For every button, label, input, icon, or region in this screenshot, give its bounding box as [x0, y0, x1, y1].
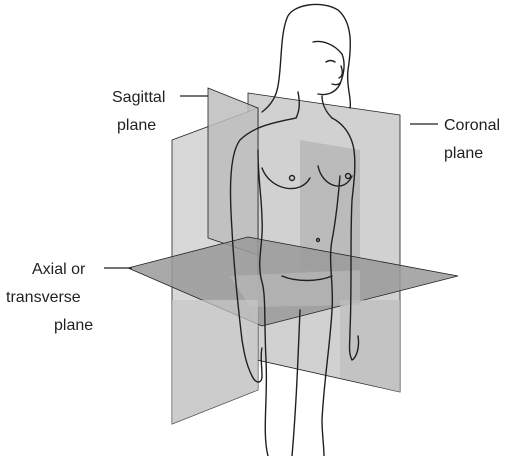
axial-label-line1: Axial or — [32, 261, 86, 278]
axial-label-line3: plane — [54, 317, 93, 334]
hair-outline — [262, 4, 350, 112]
coronal-label-line1: Coronal — [444, 117, 500, 134]
sagittal-plane-lower — [172, 300, 258, 424]
coronal-label-line2: plane — [444, 145, 483, 162]
sagittal-plane-front — [208, 88, 258, 255]
sagittal-label-line2: plane — [117, 117, 156, 134]
mouth — [332, 83, 340, 85]
eye — [326, 61, 335, 63]
face-outline — [313, 42, 344, 95]
axial-label-line2: transverse — [6, 289, 81, 306]
sagittal-label-line1: Sagittal — [112, 89, 165, 106]
nose — [339, 66, 342, 78]
